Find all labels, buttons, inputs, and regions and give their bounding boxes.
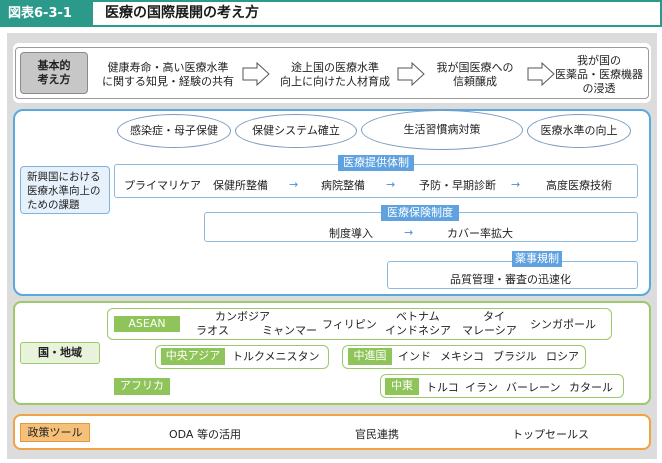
country: インド xyxy=(398,350,431,363)
policy-item: トップセールス xyxy=(512,428,589,441)
oval-medical-level: 医療水準の向上 xyxy=(527,114,631,148)
basic-step-2-line2: 向上に向けた人材育成 xyxy=(280,75,390,88)
country: タイ xyxy=(483,310,505,323)
policy-tag: 政策ツール xyxy=(20,423,90,442)
country: インドネシア xyxy=(385,324,451,337)
country: マレーシア xyxy=(462,324,517,337)
small-arrow-icon: → xyxy=(289,178,299,191)
oval-infection-maternal: 感染症・母子保健 xyxy=(117,114,231,148)
basic-approach-label-line2: 考え方 xyxy=(37,73,71,86)
right-arrow-icon xyxy=(527,62,555,86)
country: トルクメニスタン xyxy=(232,350,320,363)
oval-infection-maternal-text: 感染症・母子保健 xyxy=(130,124,218,137)
country: カンボジア xyxy=(215,310,270,323)
small-arrow-icon: → xyxy=(404,226,414,239)
country: フィリピン xyxy=(322,318,377,331)
country: カタール xyxy=(569,381,613,394)
insurance-item: カバー率拡大 xyxy=(447,227,513,240)
oval-medical-level-text: 医療水準の向上 xyxy=(540,124,618,137)
basic-approach-label: 基本的 考え方 xyxy=(20,52,88,94)
small-arrow-icon: → xyxy=(386,178,396,191)
issues-label-box: 新興国における 医療水準向上の ための課題 xyxy=(20,166,110,214)
country: シンガポール xyxy=(530,318,596,331)
issues-label-line1: 新興国における xyxy=(27,171,101,183)
country: ロシア xyxy=(546,350,579,363)
regions-label-box: 国・地域 xyxy=(20,342,100,364)
regions-label: 国・地域 xyxy=(38,346,82,359)
issues-label-line2: 医療水準向上の xyxy=(27,185,101,197)
country: ラオス xyxy=(196,324,229,337)
basic-step-4-line2: 医薬品・医療機器 xyxy=(555,68,643,81)
emerging-tag: 中進国 xyxy=(348,348,392,365)
provision-item: 保健所整備 xyxy=(213,179,268,192)
provision-item: 病院整備 xyxy=(321,179,365,192)
provision-item: 予防・早期診断 xyxy=(419,179,496,192)
insurance-item: 制度導入 xyxy=(329,227,373,240)
africa-tag: アフリカ xyxy=(114,378,170,395)
insurance-tag: 医療保険制度 xyxy=(381,205,459,221)
middle-east-box xyxy=(380,374,624,398)
figure-header xyxy=(0,0,662,27)
country: ミャンマー xyxy=(262,324,317,337)
right-arrow-icon xyxy=(242,62,270,86)
figure-number-badge: 図表6-3-1 xyxy=(0,0,93,27)
provision-item: プライマリケア xyxy=(124,179,201,192)
basic-step-3-line2: 信頼醸成 xyxy=(453,75,497,88)
basic-step-1-line2: に関する知見・経験の共有 xyxy=(102,75,234,88)
issues-label-line3: ための課題 xyxy=(27,199,80,211)
asean-tag: ASEAN xyxy=(114,316,180,332)
provision-item: 高度医療技術 xyxy=(546,179,612,192)
small-arrow-icon: → xyxy=(511,178,521,191)
country: バーレーン xyxy=(506,381,561,394)
policy-panel xyxy=(13,414,651,450)
oval-lifestyle-disease-text: 生活習慣病対策 xyxy=(403,123,481,136)
figure-title: 医療の国際展開の考え方 xyxy=(105,5,259,21)
policy-item: 官民連携 xyxy=(355,428,399,441)
basic-approach-label-line1: 基本的 xyxy=(37,59,71,72)
basic-step-1-line1: 健康寿命・高い医療水準 xyxy=(107,61,229,74)
country: イラン xyxy=(465,381,498,394)
provision-tag: 医療提供体制 xyxy=(338,155,414,171)
country: トルコ xyxy=(426,381,459,394)
asean-box xyxy=(107,308,612,340)
oval-health-system-text: 保健システム確立 xyxy=(252,124,340,137)
country: メキシコ xyxy=(440,350,484,363)
provision-box xyxy=(114,164,638,198)
country: ブラジル xyxy=(493,350,537,363)
basic-step-4-line3: の浸透 xyxy=(582,82,616,95)
pharma-item: 品質管理・審査の迅速化 xyxy=(450,273,571,286)
pharma-tag: 薬事規制 xyxy=(512,251,562,267)
middle-east-tag: 中東 xyxy=(385,378,419,395)
policy-item: ODA 等の活用 xyxy=(169,428,241,441)
basic-step-3-line1: 我が国医療への xyxy=(436,61,514,74)
central-asia-tag: 中央アジア xyxy=(161,348,225,365)
country: ベトナム xyxy=(396,310,440,323)
basic-step-2-line1: 途上国の医療水準 xyxy=(291,61,379,74)
oval-lifestyle-disease: 生活習慣病対策 xyxy=(361,110,523,150)
basic-step-4-line1: 我が国の xyxy=(577,54,621,67)
right-arrow-icon xyxy=(397,62,425,86)
oval-health-system: 保健システム確立 xyxy=(235,114,357,148)
